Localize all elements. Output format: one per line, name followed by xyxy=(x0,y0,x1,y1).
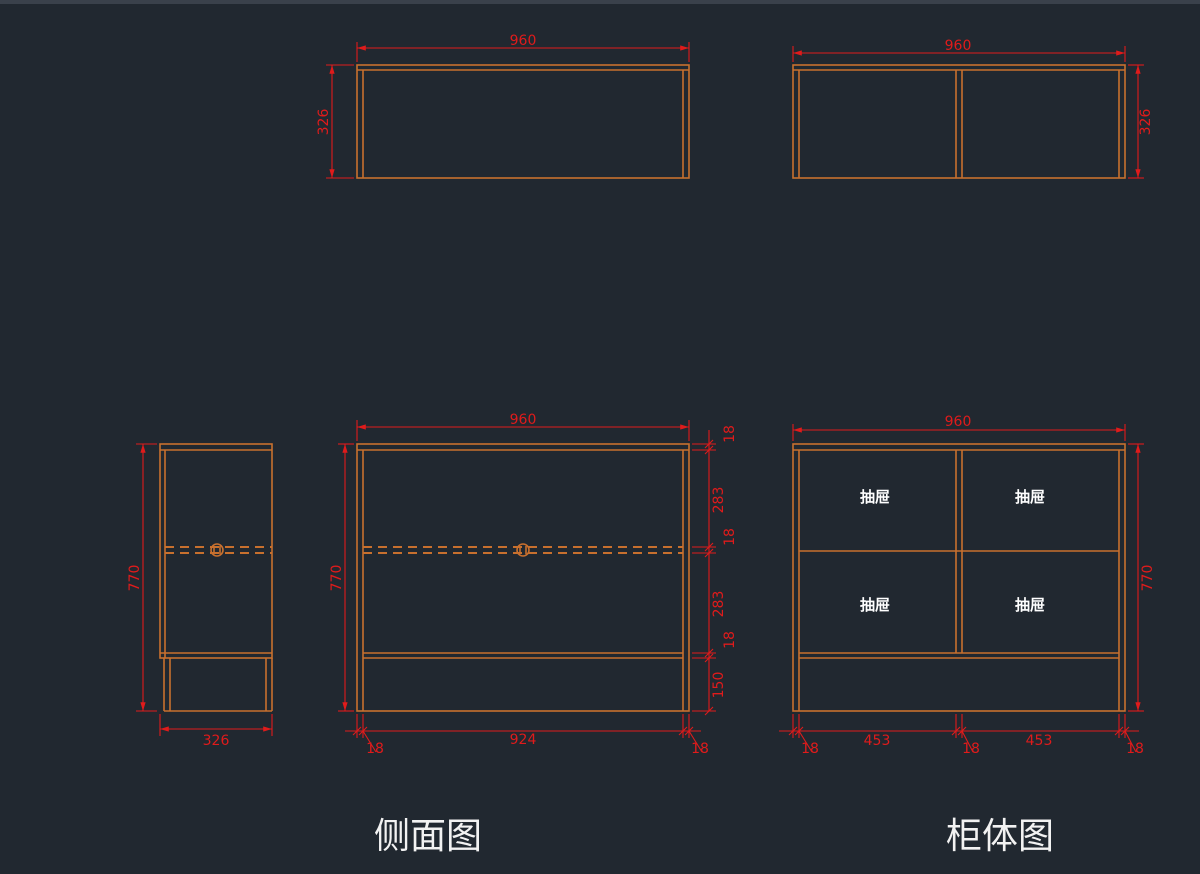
top-view-right-outline xyxy=(792,64,1126,179)
side-view-depth-dim: 326 xyxy=(203,733,230,749)
window-top-border xyxy=(0,0,1200,4)
side-view-body xyxy=(159,443,273,659)
cabinet-view: 抽屉 抽屉 抽屉 抽屉 960 770 xyxy=(779,414,1156,757)
front-view-right-panel-dim: 18 xyxy=(691,741,709,757)
cabinet-view-right-panel-dim: 18 xyxy=(1126,741,1144,757)
top-view-left-depth-dim: 326 xyxy=(316,109,332,136)
top-view-left: 960 326 xyxy=(316,33,690,179)
side-view: 770 326 xyxy=(127,443,273,749)
cabinet-view-caption: 柜体图 xyxy=(946,816,1054,857)
top-view-left-width-dim: 960 xyxy=(510,33,537,49)
front-view-width-dim: 960 xyxy=(510,412,537,428)
top-view-left-outline xyxy=(356,64,690,179)
drawer-label-top-left: 抽屉 xyxy=(860,488,890,506)
cabinet-view-left-panel-dim: 18 xyxy=(801,741,819,757)
cabinet-view-width-dim: 960 xyxy=(945,414,972,430)
front-view-stack-dim-2: 283 xyxy=(711,487,727,514)
drawer-label-top-right: 抽屉 xyxy=(1015,488,1045,506)
front-view: 960 770 924 18 18 xyxy=(329,412,738,757)
cabinet-view-left-bay-dim: 453 xyxy=(864,733,891,749)
side-view-caption: 侧面图 xyxy=(374,816,482,857)
front-view-stack-dim-5: 18 xyxy=(722,631,738,649)
front-view-handle xyxy=(516,543,530,557)
front-view-stack-dim-6: 150 xyxy=(711,672,727,699)
cabinet-view-height-dim: 770 xyxy=(1140,565,1156,592)
front-view-stack-dim-1: 18 xyxy=(722,425,738,443)
drawer-label-bottom-right: 抽屉 xyxy=(1015,596,1045,614)
drawer-label-bottom-left: 抽屉 xyxy=(860,596,890,614)
top-view-right: 960 326 xyxy=(792,38,1154,179)
side-view-height-dim: 770 xyxy=(127,565,143,592)
cabinet-view-mid-panel-dim: 18 xyxy=(962,741,980,757)
top-view-right-width-dim: 960 xyxy=(945,38,972,54)
front-view-stack-dim-4: 283 xyxy=(711,591,727,618)
cabinet-view-outline xyxy=(792,443,1126,712)
side-view-handle xyxy=(210,543,224,557)
front-view-outline xyxy=(356,443,690,712)
top-view-right-depth-dim: 326 xyxy=(1138,109,1154,136)
front-view-height-dim: 770 xyxy=(329,565,345,592)
front-view-inner-width-dim: 924 xyxy=(510,732,537,748)
front-view-stack-dim-3: 18 xyxy=(722,528,738,546)
front-view-left-panel-dim: 18 xyxy=(366,741,384,757)
cabinet-view-right-bay-dim: 453 xyxy=(1026,733,1053,749)
